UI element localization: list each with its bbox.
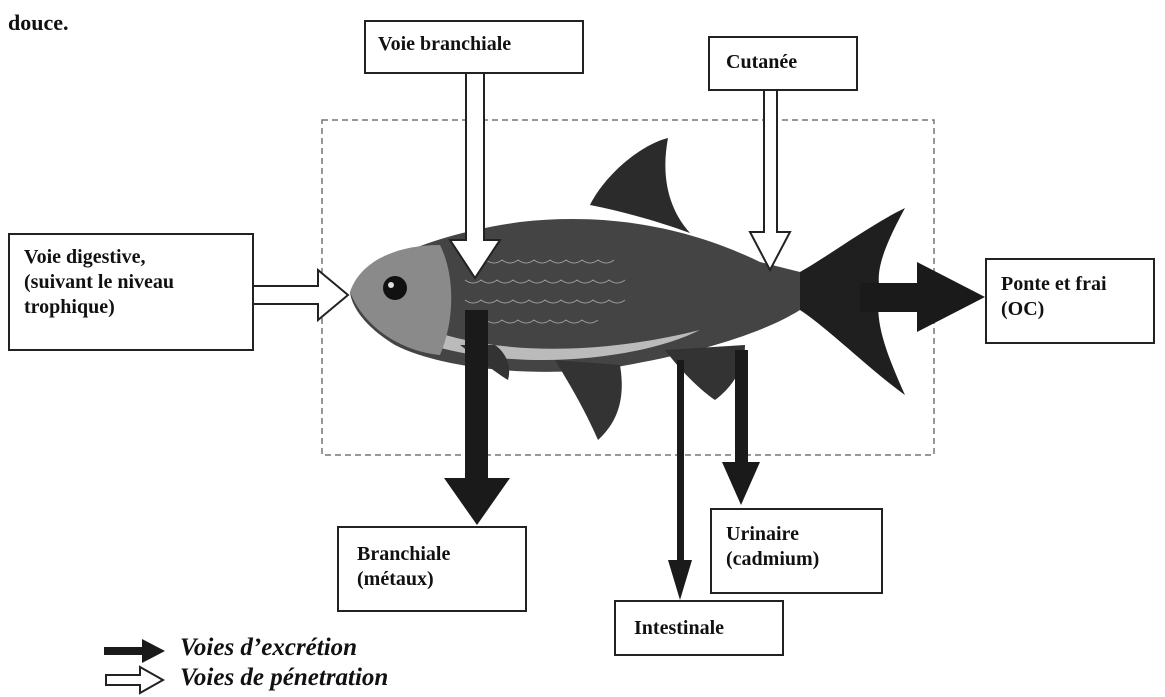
label-ponte-frai: Ponte et frai (OC) [1001, 272, 1139, 322]
arrow-penetration-digestive [253, 270, 348, 320]
arrow-penetration-cutanee [750, 90, 790, 270]
legend-penetration-arrow [106, 667, 163, 693]
label-intestinale: Intestinale [634, 616, 764, 641]
label-urinaire: Urinaire (cadmium) [726, 522, 867, 572]
label-voie-branchiale: Voie branchiale [378, 32, 570, 57]
box-voie-digestive: Voie digestive, (suivant le niveau troph… [8, 233, 254, 351]
arrow-excretion-intestinale [668, 360, 692, 600]
label-branchiale-excretion: Branchiale (métaux) [357, 542, 507, 592]
legend-penetration-label: Voies de pénetration [180, 664, 388, 692]
legend-excretion-arrow [104, 639, 165, 663]
box-intestinale: Intestinale [614, 600, 784, 656]
box-ponte-frai: Ponte et frai (OC) [985, 258, 1155, 344]
box-cutanee: Cutanée [708, 36, 858, 91]
label-voie-digestive: Voie digestive, (suivant le niveau troph… [24, 245, 238, 320]
box-urinaire: Urinaire (cadmium) [710, 508, 883, 594]
label-cutanee: Cutanée [726, 50, 840, 75]
arrow-penetration-branchiale [450, 73, 500, 278]
box-voie-branchiale: Voie branchiale [364, 20, 584, 74]
fish-illustration [350, 138, 905, 440]
box-branchiale-excretion: Branchiale (métaux) [337, 526, 527, 612]
legend-excretion-label: Voies d’excrétion [180, 634, 357, 662]
